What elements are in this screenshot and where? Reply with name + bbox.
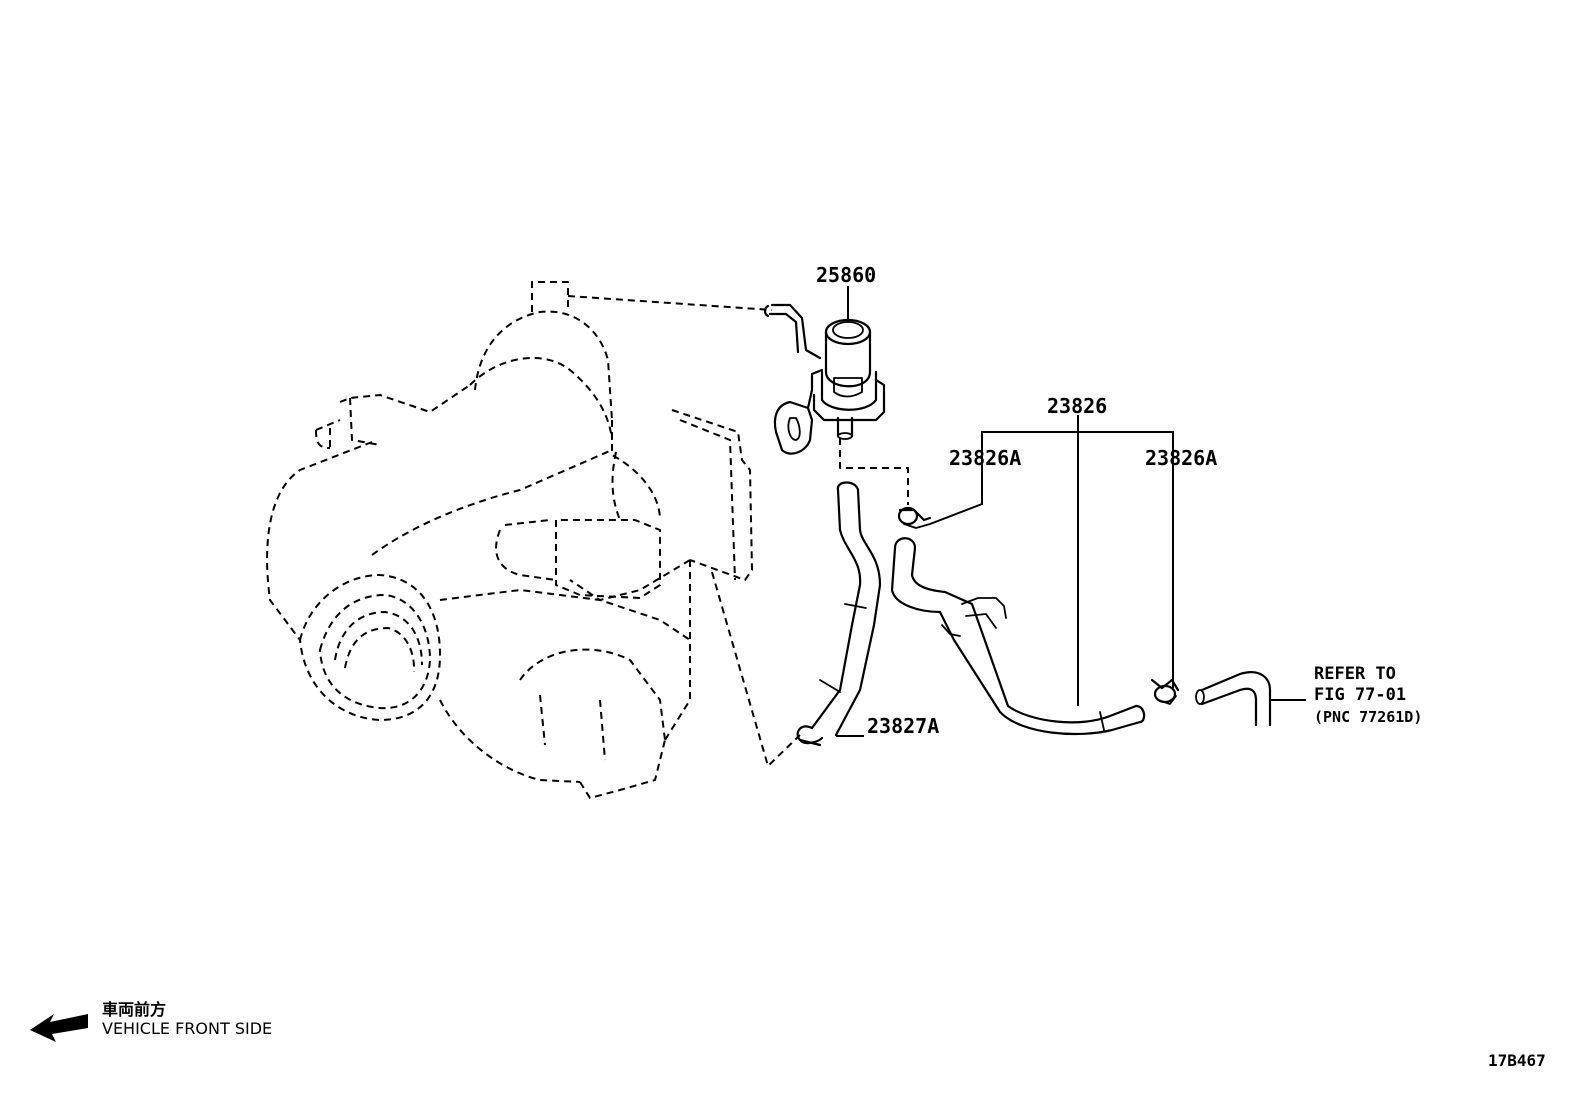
- throttle-body-assembly: [266, 281, 753, 799]
- figure-id: 17B467: [1488, 1051, 1546, 1070]
- part-label-23826[interactable]: 23826: [1047, 394, 1107, 418]
- part-label-23827a[interactable]: 23827A: [867, 714, 939, 738]
- refer-note-line2: FIG 77-01: [1314, 685, 1406, 705]
- hose-23827a: [796, 481, 882, 747]
- clamp-left: [897, 431, 1174, 688]
- refer-note-line3: (PNC 77261D): [1314, 708, 1422, 726]
- arrow-left-icon: [30, 1014, 88, 1042]
- legend-en: VEHICLE FRONT SIDE: [102, 1019, 272, 1038]
- part-label-23826a-right[interactable]: 23826A: [1145, 446, 1217, 470]
- connecting-hose: [1195, 671, 1306, 727]
- refer-note-line1: REFER TO: [1314, 664, 1396, 684]
- reference-lines: [567, 295, 909, 767]
- part-label-25860[interactable]: 25860: [816, 263, 876, 287]
- legend-jp: 車両前方: [102, 1000, 166, 1019]
- part-label-23826a-left[interactable]: 23826A: [949, 446, 1021, 470]
- refer-note[interactable]: REFER TO FIG 77-01 (PNC 77261D): [1314, 664, 1422, 726]
- clamp-right: [1150, 678, 1180, 705]
- hose-23826: [890, 415, 1146, 736]
- direction-legend: 車両前方 VEHICLE FRONT SIDE: [30, 1000, 272, 1042]
- vacuum-switching-valve: [763, 286, 886, 455]
